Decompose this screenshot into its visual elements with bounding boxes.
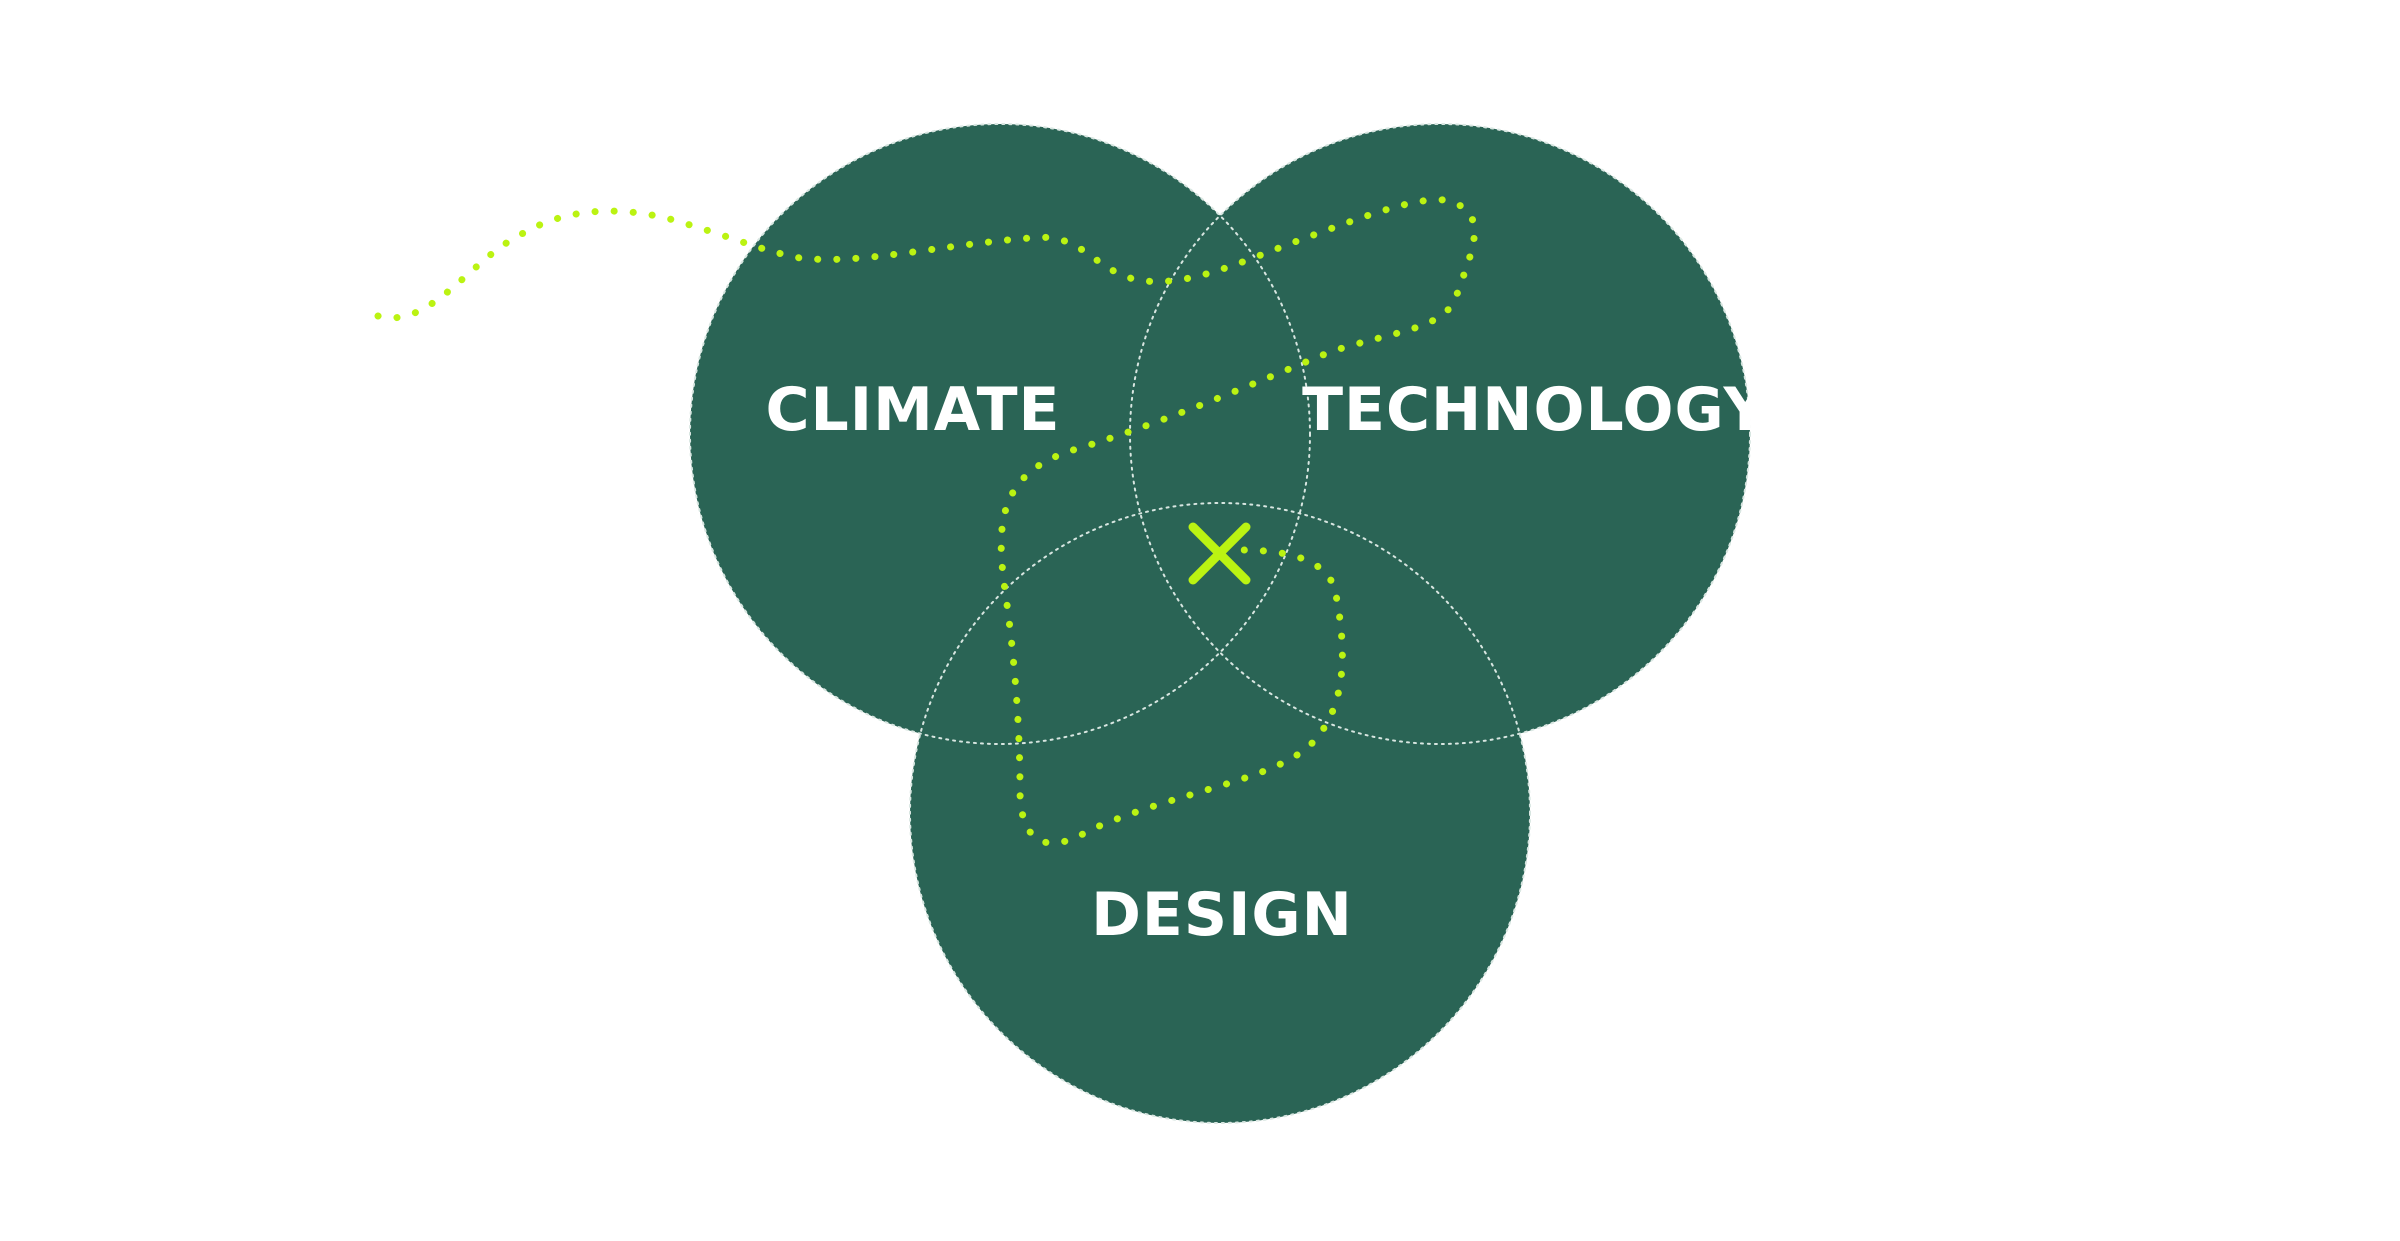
- technology-label: TECHNOLOGY: [1302, 375, 1768, 445]
- climate-outline: [689, 123, 1311, 745]
- venn-circles: [690, 124, 1750, 1123]
- design-label: DESIGN: [1091, 880, 1353, 950]
- design-outline: [909, 502, 1531, 1124]
- dotted-journey-path: [374, 196, 1478, 847]
- x-icon: [1188, 522, 1251, 585]
- design-circle: [910, 503, 1530, 1123]
- climate-label: CLIMATE: [766, 375, 1061, 445]
